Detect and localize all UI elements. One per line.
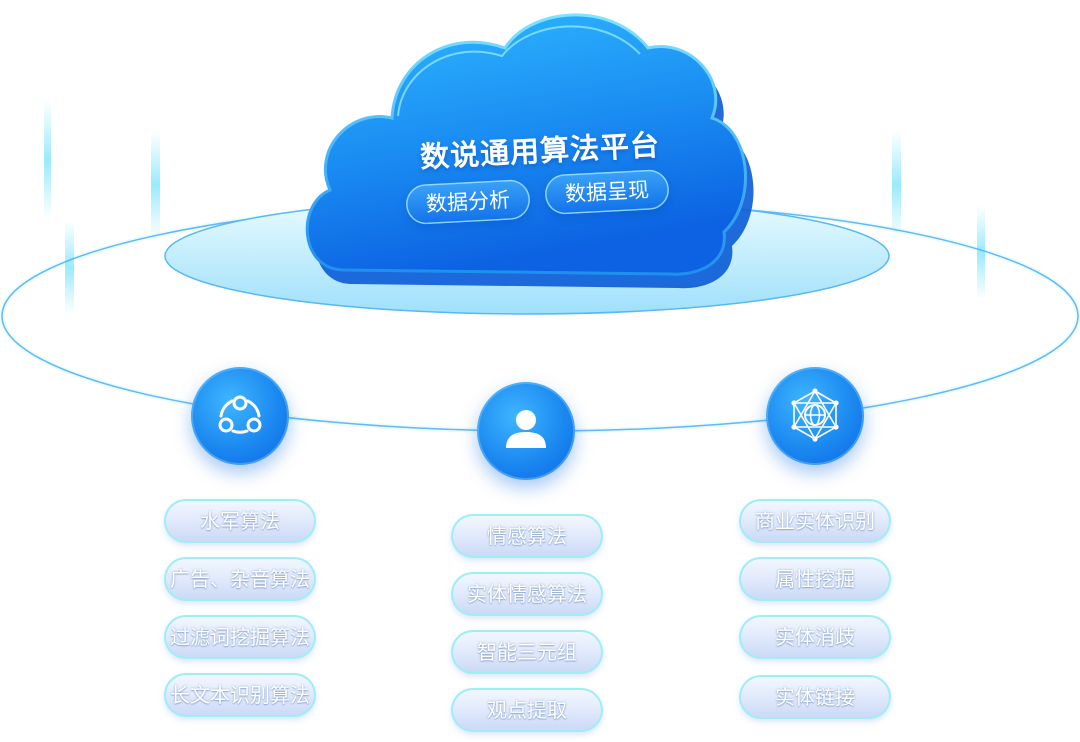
algorithm-pill[interactable]: 实体消歧 — [739, 615, 891, 659]
algorithm-pill[interactable]: 商业实体识别 — [739, 499, 891, 543]
algorithm-pill[interactable]: 过滤词挖掘算法 — [164, 615, 316, 659]
light-beam — [65, 220, 74, 315]
user-icon — [477, 382, 575, 480]
network-globe-icon — [766, 367, 864, 465]
algorithm-pill[interactable]: 实体情感算法 — [451, 572, 603, 616]
tag-data-analysis[interactable]: 数据分析 — [405, 179, 531, 225]
light-beam — [44, 100, 51, 220]
algorithm-pill[interactable]: 广告、杂音算法 — [164, 557, 316, 601]
share-nodes-icon — [191, 367, 289, 465]
algorithm-pill[interactable]: 实体链接 — [739, 675, 891, 719]
algorithm-pill[interactable]: 情感算法 — [451, 514, 603, 558]
algorithm-pill[interactable]: 属性挖掘 — [739, 557, 891, 601]
light-beam — [892, 130, 901, 240]
algorithm-pill[interactable]: 长文本识别算法 — [164, 673, 316, 717]
node-user[interactable] — [477, 382, 575, 480]
algorithm-pill[interactable]: 智能三元组 — [451, 630, 603, 674]
algorithm-pill[interactable]: 观点提取 — [451, 688, 603, 732]
light-beam — [151, 130, 160, 240]
node-share-nodes[interactable] — [191, 367, 289, 465]
algorithm-pill[interactable]: 水军算法 — [164, 499, 316, 543]
tag-data-presentation[interactable]: 数据呈现 — [544, 169, 670, 215]
node-network-globe[interactable] — [766, 367, 864, 465]
